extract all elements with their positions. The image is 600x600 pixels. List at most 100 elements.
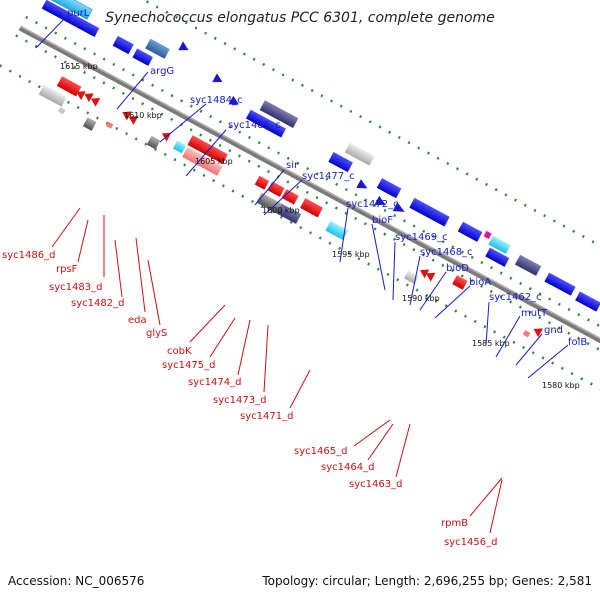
gene-label-syc1465-d[interactable]: syc1465_d [294, 446, 347, 457]
gene-syc1473-d[interactable] [256, 192, 285, 215]
gene-folb[interactable] [544, 272, 576, 296]
gene-red-arrow-1[interactable] [74, 87, 86, 101]
gene-biod[interactable] [409, 197, 450, 227]
gene-red-1[interactable] [56, 76, 82, 97]
guide-line-forward-outer [25, 15, 600, 350]
gene-syc1475-d[interactable] [281, 189, 299, 205]
gene-label-syc1486-d[interactable]: syc1486_d [2, 250, 55, 261]
gene-syc1472-c[interactable] [328, 152, 353, 173]
gene-small-arrow-1[interactable] [178, 41, 191, 54]
gene-gnd[interactable] [485, 247, 510, 267]
gene-purl-upper[interactable] [47, 0, 93, 20]
gene-arg-block[interactable] [112, 35, 134, 55]
gene-label-syc1481-c[interactable]: syc1481_c [228, 120, 281, 131]
gene-syc1471-d[interactable] [325, 220, 349, 241]
gene-label-rpmb[interactable]: rpmB [441, 518, 468, 529]
gene-label-syc1472-c[interactable]: syc1472_c [346, 199, 399, 210]
kbp-label-1615: 1615 kbp [60, 62, 98, 71]
gene-label-sir[interactable]: sir [286, 160, 299, 171]
gene-folb-dark[interactable] [514, 254, 542, 276]
gene-label-syc1473-d[interactable]: syc1473_d [213, 395, 266, 406]
kbp-label-1580: 1580 kbp [542, 381, 580, 390]
kbp-label-1590: 1590 kbp [402, 294, 440, 303]
gene-sir[interactable] [245, 109, 286, 138]
gene-syc1463-d[interactable] [452, 275, 468, 290]
gene-small-arrow-3[interactable] [228, 95, 242, 109]
gene-label-syc1469-c[interactable]: syc1469_c [395, 232, 448, 243]
forward-labels: purL argG syc1484_c syc1481_c sir syc147… [67, 8, 587, 348]
gene-label-syc1477-c[interactable]: syc1477_c [302, 171, 355, 182]
gene-label-bioa[interactable]: bioA [469, 277, 491, 288]
gene-biof[interactable] [376, 178, 402, 199]
gene-label-cobk[interactable]: cobK [167, 346, 192, 357]
gene-syc1484-c[interactable] [132, 48, 153, 66]
kbp-label-1610: 1610 kbp [124, 111, 162, 120]
forward-leaders [35, 17, 569, 379]
gene-label-syc1484-c[interactable]: syc1484_c [190, 95, 243, 106]
gene-sir-dark[interactable] [259, 100, 299, 128]
gene-label-purl[interactable]: purL [67, 8, 90, 19]
gene-glys-red[interactable] [187, 135, 228, 164]
gene-label-syc1475-d[interactable]: syc1475_d [162, 360, 215, 371]
gene-mutt-magenta[interactable] [483, 230, 492, 240]
gene-label-syc1468-c[interactable]: syc1468_c [420, 247, 473, 258]
gene-syc1456-d[interactable] [522, 330, 531, 338]
gene-red-arrow-3[interactable] [89, 94, 101, 107]
gene-far-blue[interactable] [575, 291, 600, 312]
gene-label-syc1471-d[interactable]: syc1471_d [240, 411, 293, 422]
gene-argg[interactable] [145, 38, 170, 59]
gene-eda[interactable] [146, 135, 161, 150]
gene-label-biod[interactable]: bioD [446, 263, 469, 274]
reverse-labels: syc1486_d rpsF syc1483_d syc1482_d eda g… [2, 250, 497, 548]
gene-label-syc1462-c[interactable]: syc1462_c [489, 292, 542, 303]
forward-genes [41, 0, 600, 312]
accession-text: Accession: NC_006576 [8, 574, 144, 588]
gene-syc1468-c[interactable] [374, 195, 388, 210]
gene-red-arrow-2[interactable] [82, 90, 94, 103]
gene-label-mutt[interactable]: mutT [521, 308, 548, 319]
reverse-genes [38, 76, 543, 338]
gene-label-folb[interactable]: folB [568, 337, 587, 348]
gene-purl-lower[interactable] [41, 0, 100, 37]
gene-syc1482-d[interactable] [105, 121, 114, 129]
gene-rpmb[interactable] [531, 325, 543, 338]
gene-label-syc1474-d[interactable]: syc1474_d [188, 377, 241, 388]
gene-syc1483-d[interactable] [126, 112, 139, 125]
gene-label-gnd[interactable]: gnd [544, 325, 563, 336]
gene-cobk-1[interactable] [254, 175, 270, 190]
gene-rpsf[interactable] [120, 108, 132, 121]
gene-label-biof[interactable]: bioF [372, 215, 393, 226]
gene-syc1465-d[interactable] [418, 266, 430, 279]
kbp-label-1585: 1585 kbp [472, 339, 510, 348]
gene-small-arrow-2[interactable] [212, 73, 225, 86]
gene-mutt-cyan[interactable] [488, 235, 511, 254]
gene-label-argg[interactable]: argG [150, 66, 174, 77]
gene-label-syc1463-d[interactable]: syc1463_d [349, 479, 402, 490]
gene-syc1486-d[interactable] [82, 117, 97, 131]
gene-label-syc1456-d[interactable]: syc1456_d [444, 537, 497, 548]
guide-line-reverse-outer [0, 64, 600, 399]
gene-label-syc1464-d[interactable]: syc1464_d [321, 462, 374, 473]
gene-syc1462-c[interactable] [457, 221, 483, 242]
gene-label-eda[interactable]: eda [128, 315, 147, 326]
gene-bioa[interactable] [392, 202, 407, 216]
gene-cobk-2[interactable] [267, 181, 285, 197]
guide-line-reverse-inner [15, 34, 600, 369]
gene-syc1469-c[interactable] [356, 179, 370, 193]
gene-eda-arrow[interactable] [160, 129, 172, 142]
gene-glys-cyan[interactable] [173, 140, 187, 154]
guide-line-forward-inner [58, 0, 600, 288]
gene-syc1477-grey[interactable] [344, 142, 375, 166]
gene-syc1464-d[interactable] [424, 269, 436, 282]
gene-syc1473-dark[interactable] [276, 203, 302, 224]
scale-labels: 1615 kbp 1610 kbp 1605 kbp 1600 kbp 1595… [60, 62, 580, 390]
gene-label-rpsf[interactable]: rpsF [56, 264, 78, 275]
gene-glys-pink[interactable] [182, 147, 223, 176]
gene-label-syc1483-d[interactable]: syc1483_d [49, 282, 102, 293]
gene-syc1486-grey[interactable] [57, 107, 66, 115]
gene-syc1474-d[interactable] [300, 198, 323, 218]
gene-label-glys[interactable]: glyS [146, 328, 167, 339]
gene-label-syc1482-d[interactable]: syc1482_d [71, 298, 124, 309]
gene-grey-1[interactable] [38, 84, 67, 107]
